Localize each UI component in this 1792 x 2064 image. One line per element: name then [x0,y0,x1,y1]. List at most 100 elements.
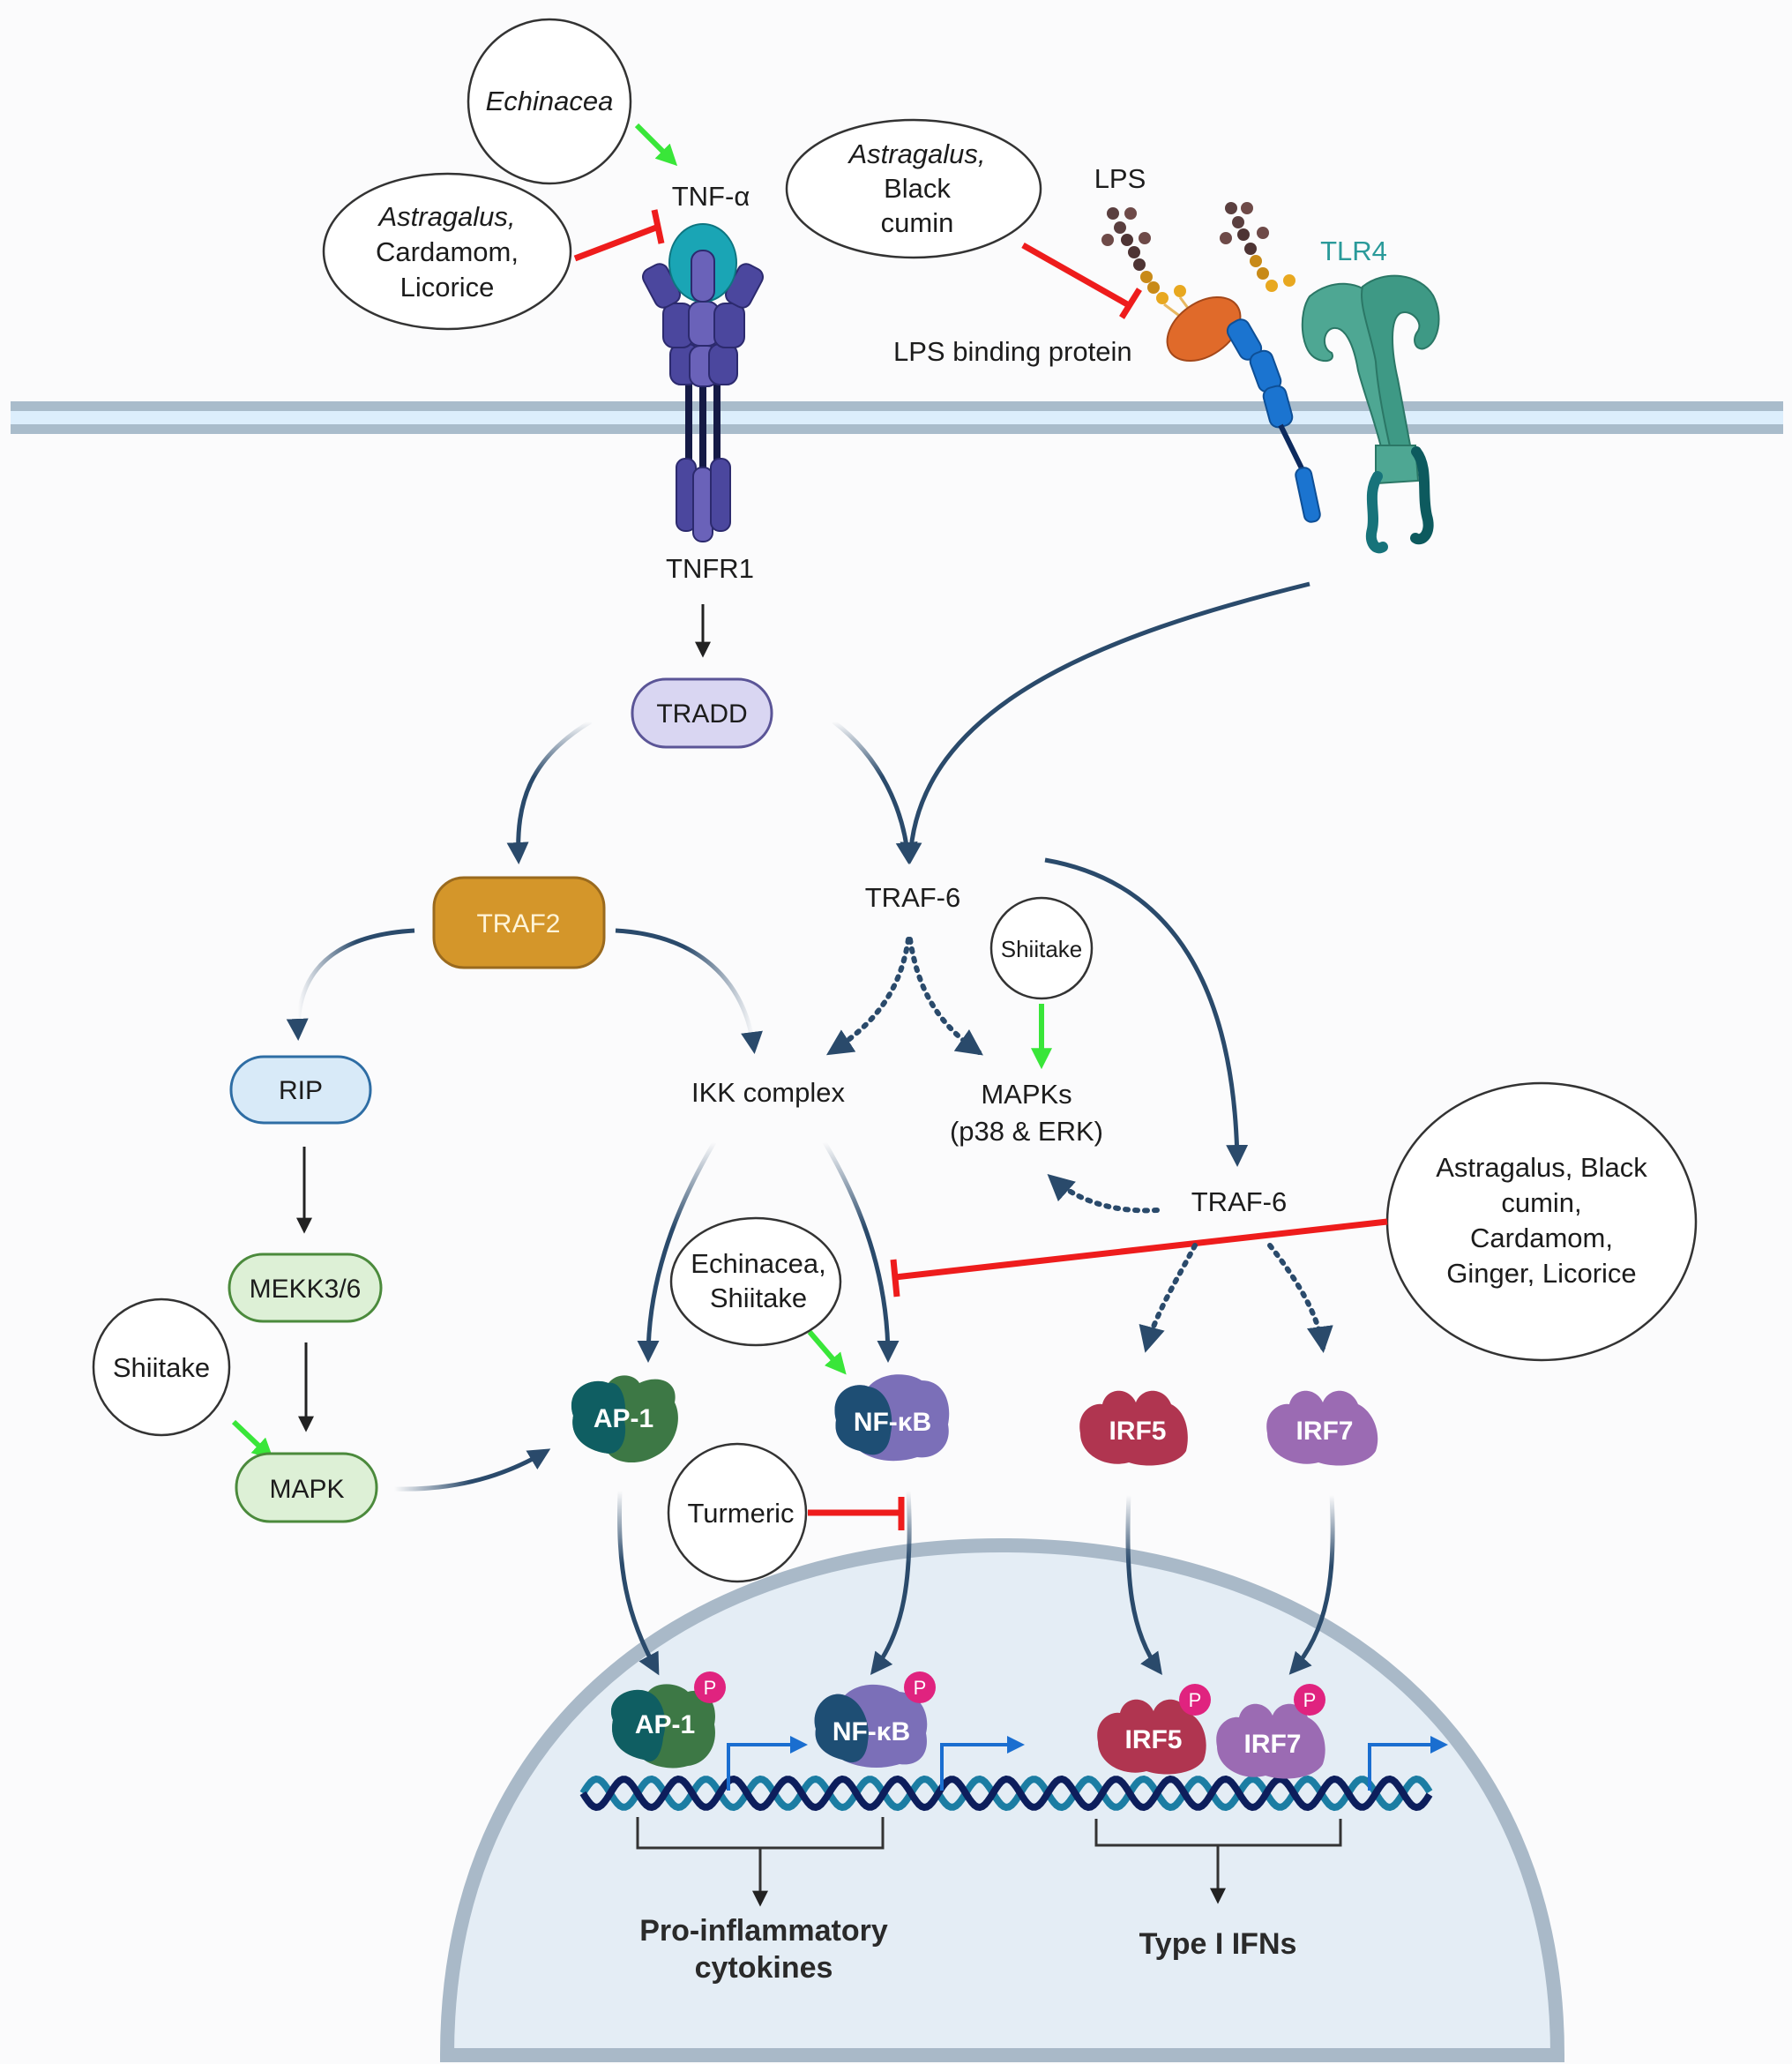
promoter-arrow [727,1736,808,1791]
arrow-ikk-nfkb [822,1140,900,1363]
dotted-arrow-traf6-ikk [825,937,911,1056]
dna-double-helix [579,1775,1433,1812]
dotted-arrow-traf6-irf5 [1139,1243,1198,1353]
tf-irf7-cytoplasm: IRF7 [1266,1390,1378,1466]
node-mekk: MEKK3/6 [228,1253,383,1323]
herb-label: Black [884,173,951,204]
dna-strand-b [579,1775,1433,1812]
inhibition-arrows [573,209,1388,1530]
herb-label: Ginger, Licorice [1446,1258,1636,1289]
phospho-label: P [1303,1689,1317,1711]
transcription-start-arrows [727,1736,1448,1791]
node-traf6-upper: TRAF-6 [865,882,961,913]
arrow-mapk-ap1 [393,1448,551,1492]
indirect-arrows [825,937,1333,1353]
node-mapks-subtitle: (p38 & ERK) [950,1116,1103,1147]
output-type1-ifns: Type I IFNs [1139,1927,1297,1961]
activation-arrow [231,1419,274,1460]
tf-label: NF-κB [854,1408,931,1437]
tf-label: AP-1 [635,1710,695,1739]
arrow-irf5-nuclear [1125,1494,1162,1676]
inhibition-bar [651,209,665,244]
herb-bubble-echinacea-top: Echinacea [467,18,632,185]
node-mapk: MAPK [235,1452,378,1523]
arrow-nfkb-nuclear [870,1490,912,1675]
herb-label: Turmeric [687,1498,794,1529]
activation-arrow [807,1330,847,1375]
tf-label: NF-κB [833,1717,910,1746]
node-traf2: TRAF2 [432,876,606,969]
phospho-badge [904,1671,936,1703]
output-proinflammatory-cytokines: Pro-inflammatory [639,1914,888,1948]
inhibition-bar [1119,288,1142,319]
pathway-arrows [286,581,1335,1676]
arrow-ikk-ap1 [637,1140,717,1363]
tf-ap1-cytoplasm: AP-1 [571,1375,678,1463]
promoter-arrow [1368,1736,1448,1791]
inhibition-line [573,224,658,262]
dotted-arrow-traf6-mapks [907,937,983,1056]
tf-label: IRF7 [1243,1730,1301,1759]
node-rip: RIP [229,1055,372,1125]
tf-label: IRF5 [1109,1417,1166,1446]
herb-label: Astragalus, [847,138,985,169]
tnfr1-label: TNFR1 [666,553,754,584]
tf-nfkb-nucleus: NF-κB P [814,1671,936,1769]
phospho-badge [1179,1684,1211,1716]
herb-bubble-astragalus-cardamom-licorice: Astragalus, Cardamom, Licorice [322,172,572,331]
arrow-irf7-nuclear [1288,1494,1335,1675]
node-ikk-complex: IKK complex [691,1077,846,1108]
lps-label: LPS [1094,163,1146,194]
gene-region-brackets [636,1817,1342,1907]
herb-bubble-multi-inhibitor: Astragalus, Black cumin, Cardamom, Ginge… [1385,1081,1698,1362]
phospho-label: P [704,1677,717,1699]
dna-strand-a [579,1775,1433,1812]
herb-label: Shiitake [710,1283,807,1313]
arrow-traf2-ikk [615,928,763,1054]
dotted-arrow-traf6-mapks-2 [1047,1174,1160,1214]
inhibition-bar [890,1259,900,1297]
arrow-traf6-traf6 [1044,857,1249,1167]
tf-irf5-cytoplasm: IRF5 [1079,1390,1188,1466]
node-mapks: MAPKs [981,1079,1071,1110]
promoter-arrow [940,1736,1025,1791]
inhibition-line [894,1218,1388,1281]
node-label: MEKK3/6 [250,1275,362,1304]
node-label: TRADD [656,699,747,729]
herb-label: Licorice [400,272,495,303]
phospho-label: P [1189,1689,1202,1711]
phospho-badge [694,1671,726,1703]
direct-arrows [296,604,711,1432]
lps-binding-protein-label: LPS binding protein [893,336,1132,367]
lps-binding-protein [1166,295,1242,363]
herb-label: Shiitake [113,1352,210,1383]
arrow-tradd-traf2 [506,719,593,864]
arrow-traf2-rip [286,928,415,1041]
herb-bubble-astragalus-black-cumin: Astragalus, Black cumin [785,118,1042,259]
phospho-label: P [914,1677,927,1699]
herb-label: Shiitake [1001,936,1083,962]
tf-nfkb-cytoplasm: NF-κB [834,1374,950,1462]
tf-label: IRF7 [1295,1417,1353,1446]
tlr4-receptor [1301,274,1440,554]
dotted-arrow-traf6-irf7 [1267,1243,1333,1353]
lps-molecule-2 [1220,202,1295,292]
node-tradd: TRADD [631,677,773,749]
tlr4-label: TLR4 [1320,236,1387,266]
tf-label: AP-1 [594,1404,653,1433]
activation-arrows [231,123,1052,1460]
herb-label: Astragalus, Black [1436,1152,1647,1183]
node-label: MAPK [269,1475,344,1504]
herb-label: Echinacea, [691,1248,825,1279]
tf-irf7-nucleus: IRF7 P [1216,1684,1325,1779]
herb-bubble-shiitake-traf6: Shiitake [989,896,1094,1000]
herb-label: Cardamom, [376,236,519,267]
herb-label: Cardamom, [1470,1223,1613,1253]
output-proinflammatory-cytokines-line2: cytokines [695,1951,833,1985]
phospho-badge [1294,1684,1325,1716]
tf-ap1-nucleus: AP-1 P [611,1671,726,1769]
herb-bubble-shiitake-mapk: Shiitake [92,1297,231,1437]
tnfr1-receptor [642,223,764,542]
arrow-tlr4-traf6 [900,581,1310,864]
